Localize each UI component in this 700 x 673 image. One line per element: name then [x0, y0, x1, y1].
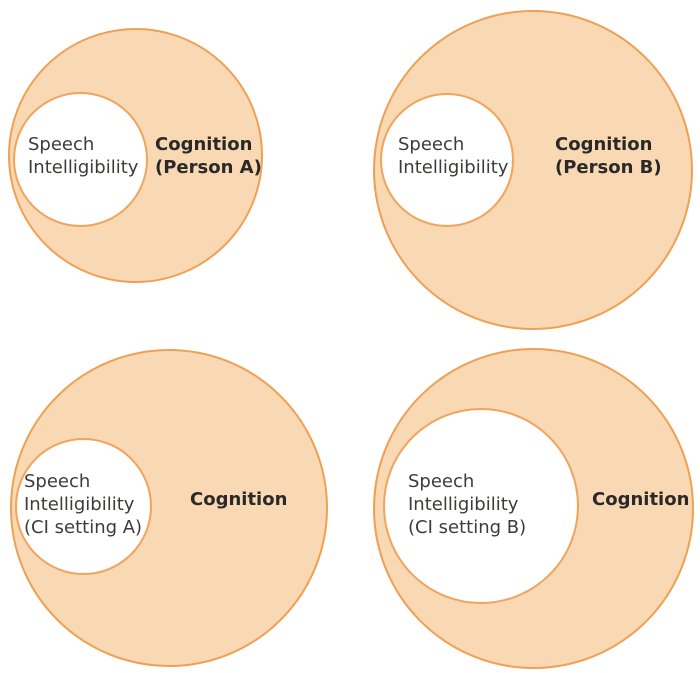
speech-label-ci-b: Speech Intelligibility (CI setting B) — [408, 470, 526, 539]
speech-circle-ci-a — [15, 438, 152, 575]
cognition-label-line: Cognition — [155, 134, 253, 155]
cognition-label-person-b: Cognition (Person B) — [555, 133, 662, 179]
cognition-label-ci-a: Cognition — [190, 488, 287, 511]
cognition-label-line: Cognition — [555, 134, 653, 155]
speech-label-line: Intelligibility — [28, 157, 139, 178]
cognition-label-line: (Person A) — [155, 157, 262, 178]
cognition-circle-person-b — [373, 10, 693, 330]
speech-circle-person-a — [13, 92, 148, 227]
cognition-circle-ci-a — [10, 349, 328, 667]
speech-label-ci-a: Speech Intelligibility (CI setting A) — [24, 470, 142, 539]
speech-label-line: Intelligibility — [408, 494, 519, 515]
speech-label-line: (CI setting A) — [24, 517, 143, 538]
cognition-label-line: Cognition — [190, 489, 288, 510]
speech-label-line: (CI setting B) — [408, 517, 527, 538]
speech-label-line: Speech — [398, 134, 465, 155]
speech-label-line: Speech — [24, 471, 91, 492]
cognition-label-line: (Person B) — [555, 157, 662, 178]
cognition-label-ci-b: Cognition — [592, 488, 689, 511]
cognition-label-line: Cognition — [592, 489, 690, 510]
speech-label-line: Intelligibility — [24, 494, 135, 515]
speech-label-person-a: Speech Intelligibility — [28, 133, 138, 179]
speech-label-line: Speech — [28, 134, 95, 155]
cognition-circle-ci-b — [373, 348, 694, 669]
speech-label-person-b: Speech Intelligibility — [398, 133, 508, 179]
cognition-label-person-a: Cognition (Person A) — [155, 133, 262, 179]
speech-label-line: Intelligibility — [398, 157, 509, 178]
speech-circle-person-b — [380, 93, 514, 227]
cognition-circle-person-a — [8, 28, 263, 283]
speech-label-line: Speech — [408, 471, 475, 492]
speech-circle-ci-b — [383, 408, 579, 604]
